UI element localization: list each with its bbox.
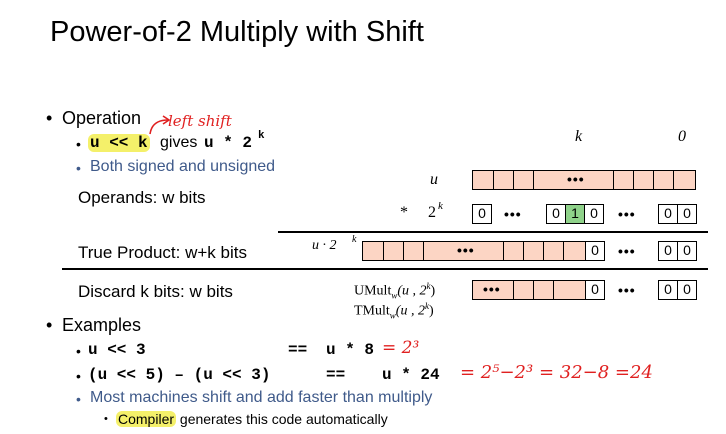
tmult-sub: w bbox=[389, 310, 396, 321]
sub-bullet-dot: • bbox=[76, 160, 81, 176]
bit-cell: 0 bbox=[677, 280, 697, 300]
bit-cell: 0 bbox=[677, 241, 697, 261]
twok-dots-left: ••• bbox=[504, 206, 522, 222]
true-product-label: True Product: w+k bits bbox=[78, 243, 247, 262]
discard-dots: ••• bbox=[483, 281, 501, 297]
ex2-eq: == bbox=[326, 366, 346, 384]
product-bits-bar: ••• bbox=[362, 240, 586, 261]
twok-dots-right: ••• bbox=[618, 206, 636, 222]
ex1-note: = 2³ bbox=[382, 338, 420, 358]
tmult-label: TMultw(u , 2k) bbox=[354, 301, 434, 320]
operands-label: Operands: w bits bbox=[78, 188, 206, 207]
bullet-dot: • bbox=[46, 315, 53, 335]
shift-code: u << k bbox=[88, 134, 150, 152]
product-separator bbox=[278, 231, 708, 233]
tmult-exp: k bbox=[424, 301, 429, 311]
operation-label: Operation bbox=[62, 108, 142, 128]
bit-cell: 0 bbox=[658, 204, 678, 224]
true-product-exp: k bbox=[352, 234, 357, 245]
sub-bullet-dot: • bbox=[76, 136, 81, 152]
discard-bits-bar: ••• bbox=[472, 279, 586, 300]
umult-name: UMult bbox=[354, 283, 392, 299]
sub-bullet-dot: • bbox=[76, 391, 81, 407]
two-pow-k-exp: k bbox=[438, 200, 443, 212]
u-dots: ••• bbox=[567, 171, 585, 187]
true-product-expr: u · 2 bbox=[312, 238, 337, 253]
two-pow-k-base: 2 bbox=[428, 204, 436, 221]
ex1-lhs: u << 3 bbox=[88, 341, 146, 359]
compiler-word: Compiler bbox=[116, 411, 177, 427]
product-dots: ••• bbox=[457, 242, 475, 258]
bit-cell: 0 bbox=[472, 204, 492, 224]
bit-cell: 0 bbox=[585, 241, 605, 261]
bit-cell: 0 bbox=[585, 280, 605, 300]
ex2-note: = 2⁵−2³ = 32−8 =24 bbox=[460, 362, 653, 383]
umult-label: UMultw(u , 2k) bbox=[354, 281, 435, 300]
bit-cell-one: 1 bbox=[565, 204, 585, 224]
umult-end: ) bbox=[430, 283, 436, 299]
product-dots-right: ••• bbox=[618, 243, 636, 259]
row-u-label: u bbox=[430, 171, 438, 188]
bit-cell: 0 bbox=[658, 241, 678, 261]
result-exponent: k bbox=[258, 130, 265, 142]
umult-args: (u , 2 bbox=[397, 283, 427, 299]
bit-cell: 0 bbox=[546, 204, 566, 224]
col-0-label: 0 bbox=[678, 128, 686, 145]
tmult-args: (u , 2 bbox=[395, 303, 425, 319]
tmult-name: TMult bbox=[354, 303, 390, 319]
ex1-rhs: u * 8 bbox=[326, 341, 375, 359]
multiply-star: * bbox=[400, 204, 408, 221]
discard-dots-right: ••• bbox=[618, 282, 636, 298]
bit-cell: 0 bbox=[584, 204, 604, 224]
machines-note: Most machines shift and add faster than … bbox=[90, 389, 433, 406]
u-bits-bar: ••• bbox=[472, 169, 696, 190]
ex2-lhs: (u << 5) – (u << 3) bbox=[88, 366, 271, 384]
examples-label: Examples bbox=[62, 315, 142, 335]
umult-sub: w bbox=[391, 290, 398, 301]
sub-bullet-dot: • bbox=[76, 343, 81, 359]
sub-sub-bullet-dot: • bbox=[104, 413, 108, 425]
annotation-arrow-icon bbox=[149, 115, 171, 135]
ex1-eq: == bbox=[288, 341, 308, 359]
bullet-dot: • bbox=[46, 108, 53, 128]
bit-cell: 0 bbox=[677, 204, 697, 224]
signed-note: Both signed and unsigned bbox=[90, 158, 276, 175]
compiler-rest: generates this code automatically bbox=[176, 411, 388, 427]
sub-bullet-dot: • bbox=[76, 368, 81, 384]
umult-exp: k bbox=[426, 281, 431, 291]
discard-label: Discard k bits: w bits bbox=[78, 282, 233, 301]
col-k-label: k bbox=[575, 128, 583, 145]
tmult-end: ) bbox=[428, 303, 434, 319]
compiler-note: Compiler generates this code automatical… bbox=[116, 411, 388, 427]
discard-separator bbox=[62, 268, 708, 270]
gives-text: gives bbox=[160, 134, 198, 151]
bit-cell: 0 bbox=[658, 280, 678, 300]
result-code: u * 2 bbox=[204, 134, 253, 152]
left-shift-annotation: left shift bbox=[168, 112, 232, 130]
page-title: Power-of-2 Multiply with Shift bbox=[50, 16, 424, 48]
ex2-rhs: u * 24 bbox=[382, 366, 440, 384]
